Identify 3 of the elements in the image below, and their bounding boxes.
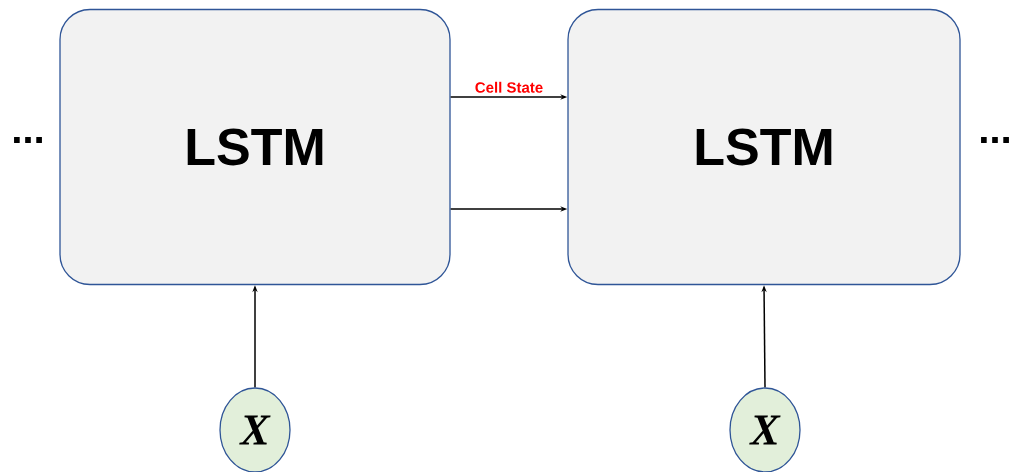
process-box: LSTM: [567, 8, 961, 286]
edge-label: Cell State: [475, 81, 543, 93]
process-box: LSTM: [59, 8, 451, 286]
